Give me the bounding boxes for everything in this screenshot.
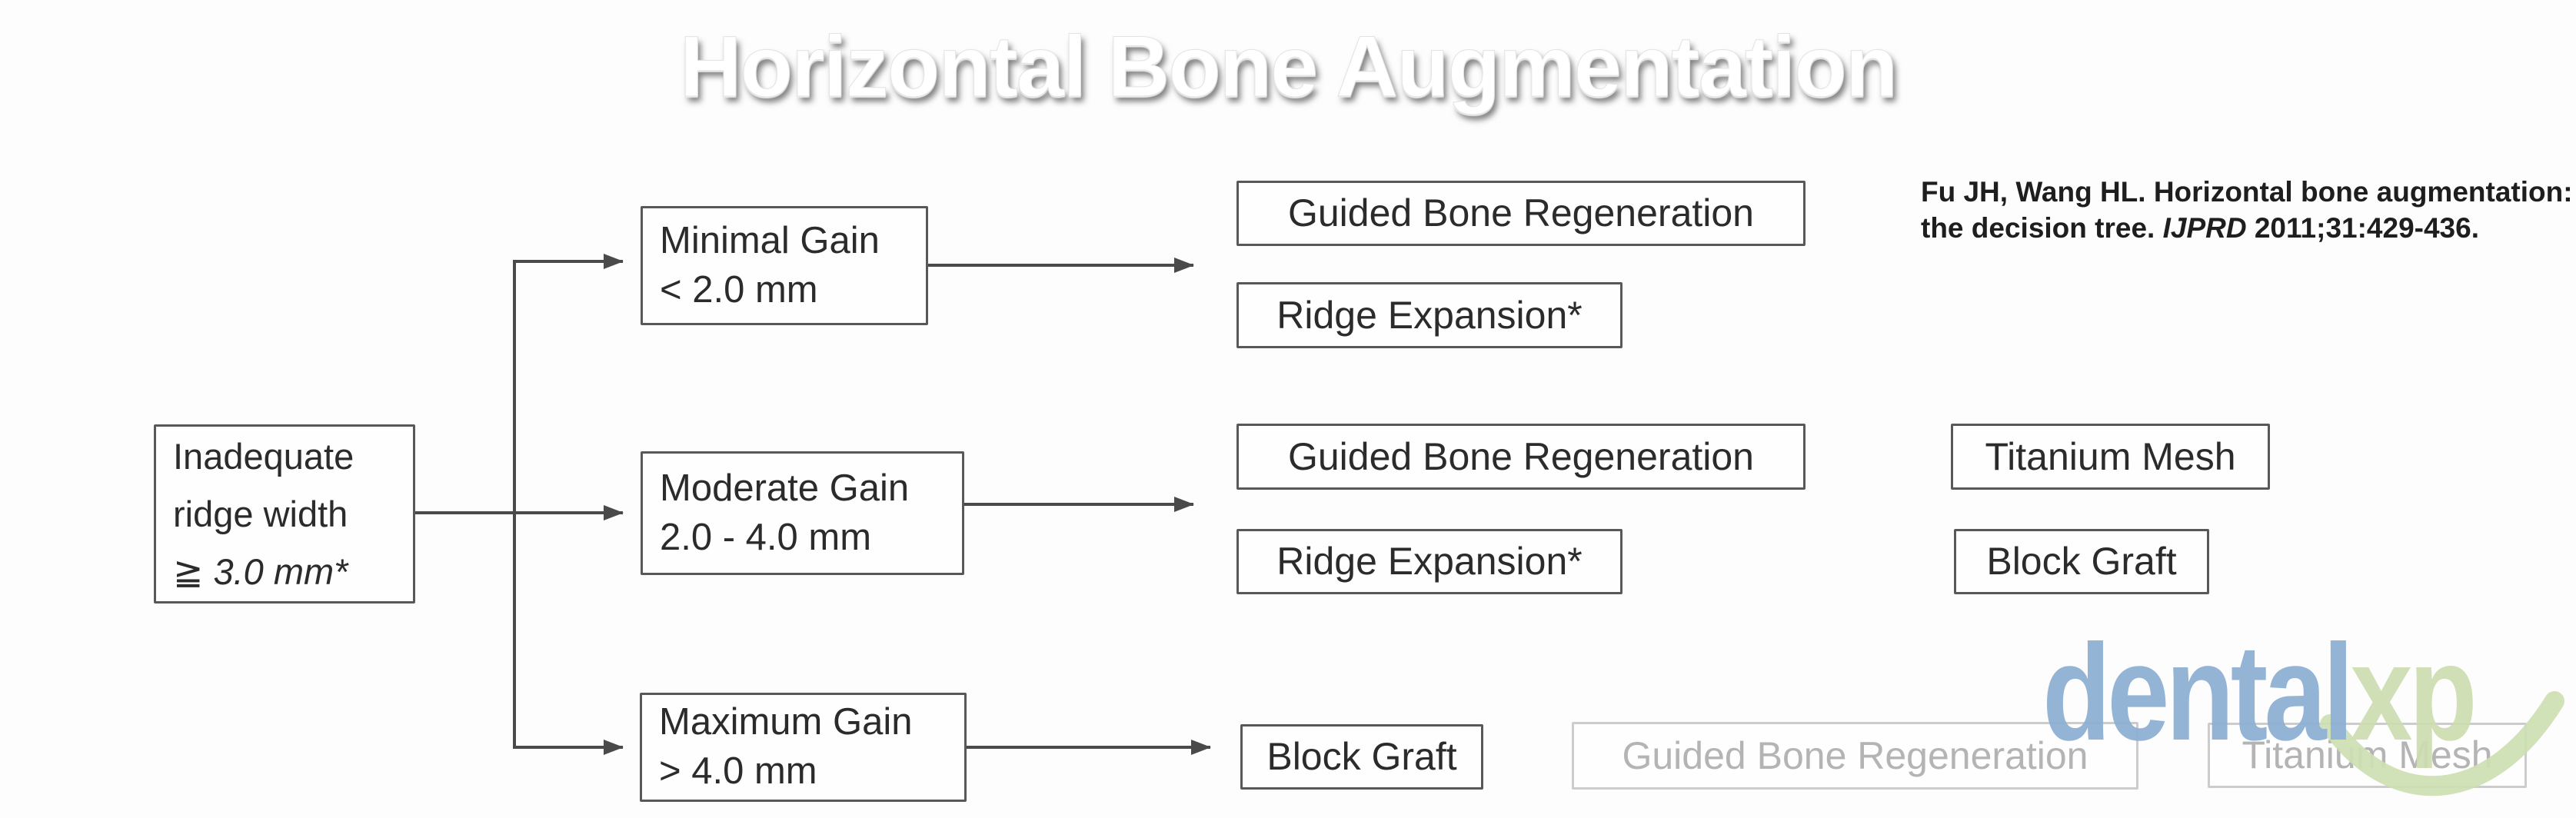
citation-journal: IJPRD [2162, 212, 2247, 244]
option-gbr-maximum-faded: Guided Bone Regeneration [1572, 722, 2138, 790]
citation-line2-suffix: 2011;31:429-436. [2246, 212, 2479, 244]
option-gbr-minimal: Guided Bone Regeneration [1236, 181, 1806, 246]
option-block-graft-moderate: Block Graft [1954, 529, 2209, 594]
option-titanium-mesh-maximum-faded: Titanium Mesh [2208, 723, 2527, 788]
option-label: Ridge Expansion* [1276, 540, 1583, 583]
node-maximum-gain: Maximum Gain > 4.0 mm [640, 693, 967, 802]
arrow-root-to-maximum [513, 513, 624, 755]
citation-line-1: Fu JH, Wang HL. Horizontal bone augmenta… [1921, 176, 2573, 208]
node-text-line: ≧ 3.0 mm* [173, 551, 348, 593]
node-text-line: 2.0 - 4.0 mm [660, 516, 872, 558]
node-text-line: Inadequate [173, 435, 354, 477]
option-ridge-expansion-minimal: Ridge Expansion* [1236, 282, 1622, 348]
option-block-graft-maximum: Block Graft [1240, 724, 1483, 790]
node-text-line: < 2.0 mm [660, 268, 818, 311]
option-titanium-mesh-moderate: Titanium Mesh [1951, 424, 2270, 490]
option-label: Block Graft [1266, 735, 1457, 778]
option-label: Titanium Mesh [1985, 434, 2236, 478]
citation-line2-prefix: the decision tree. [1921, 212, 2163, 244]
option-label: Ridge Expansion* [1276, 293, 1583, 337]
slide-title: Horizontal Bone Augmentation [679, 18, 1898, 115]
option-gbr-moderate: Guided Bone Regeneration [1236, 424, 1806, 490]
option-label: Titanium Mesh [2242, 733, 2493, 776]
option-label: Guided Bone Regeneration [1622, 733, 2088, 777]
option-label: Guided Bone Regeneration [1287, 191, 1754, 234]
node-inadequate-ridge-width: Inadequate ridge width ≧ 3.0 mm* [154, 424, 415, 604]
node-text-line: ridge width [173, 493, 348, 534]
node-text-line: Moderate Gain [660, 467, 910, 509]
arrow-root-to-minimal [513, 254, 624, 513]
node-moderate-gain: Moderate Gain 2.0 - 4.0 mm [641, 451, 964, 575]
citation: Fu JH, Wang HL. Horizontal bone augmenta… [1921, 174, 2576, 247]
option-ridge-expansion-moderate: Ridge Expansion* [1236, 529, 1622, 594]
node-minimal-gain: Minimal Gain < 2.0 mm [641, 206, 928, 325]
option-label: Block Graft [1986, 540, 2177, 583]
node-text-line: Minimal Gain [660, 219, 880, 261]
node-text-line: Maximum Gain [659, 701, 913, 743]
citation-line-2: the decision tree. IJPRD 2011;31:429-436… [1921, 210, 2576, 246]
option-label: Guided Bone Regeneration [1287, 434, 1754, 478]
node-text-line: > 4.0 mm [659, 750, 817, 792]
